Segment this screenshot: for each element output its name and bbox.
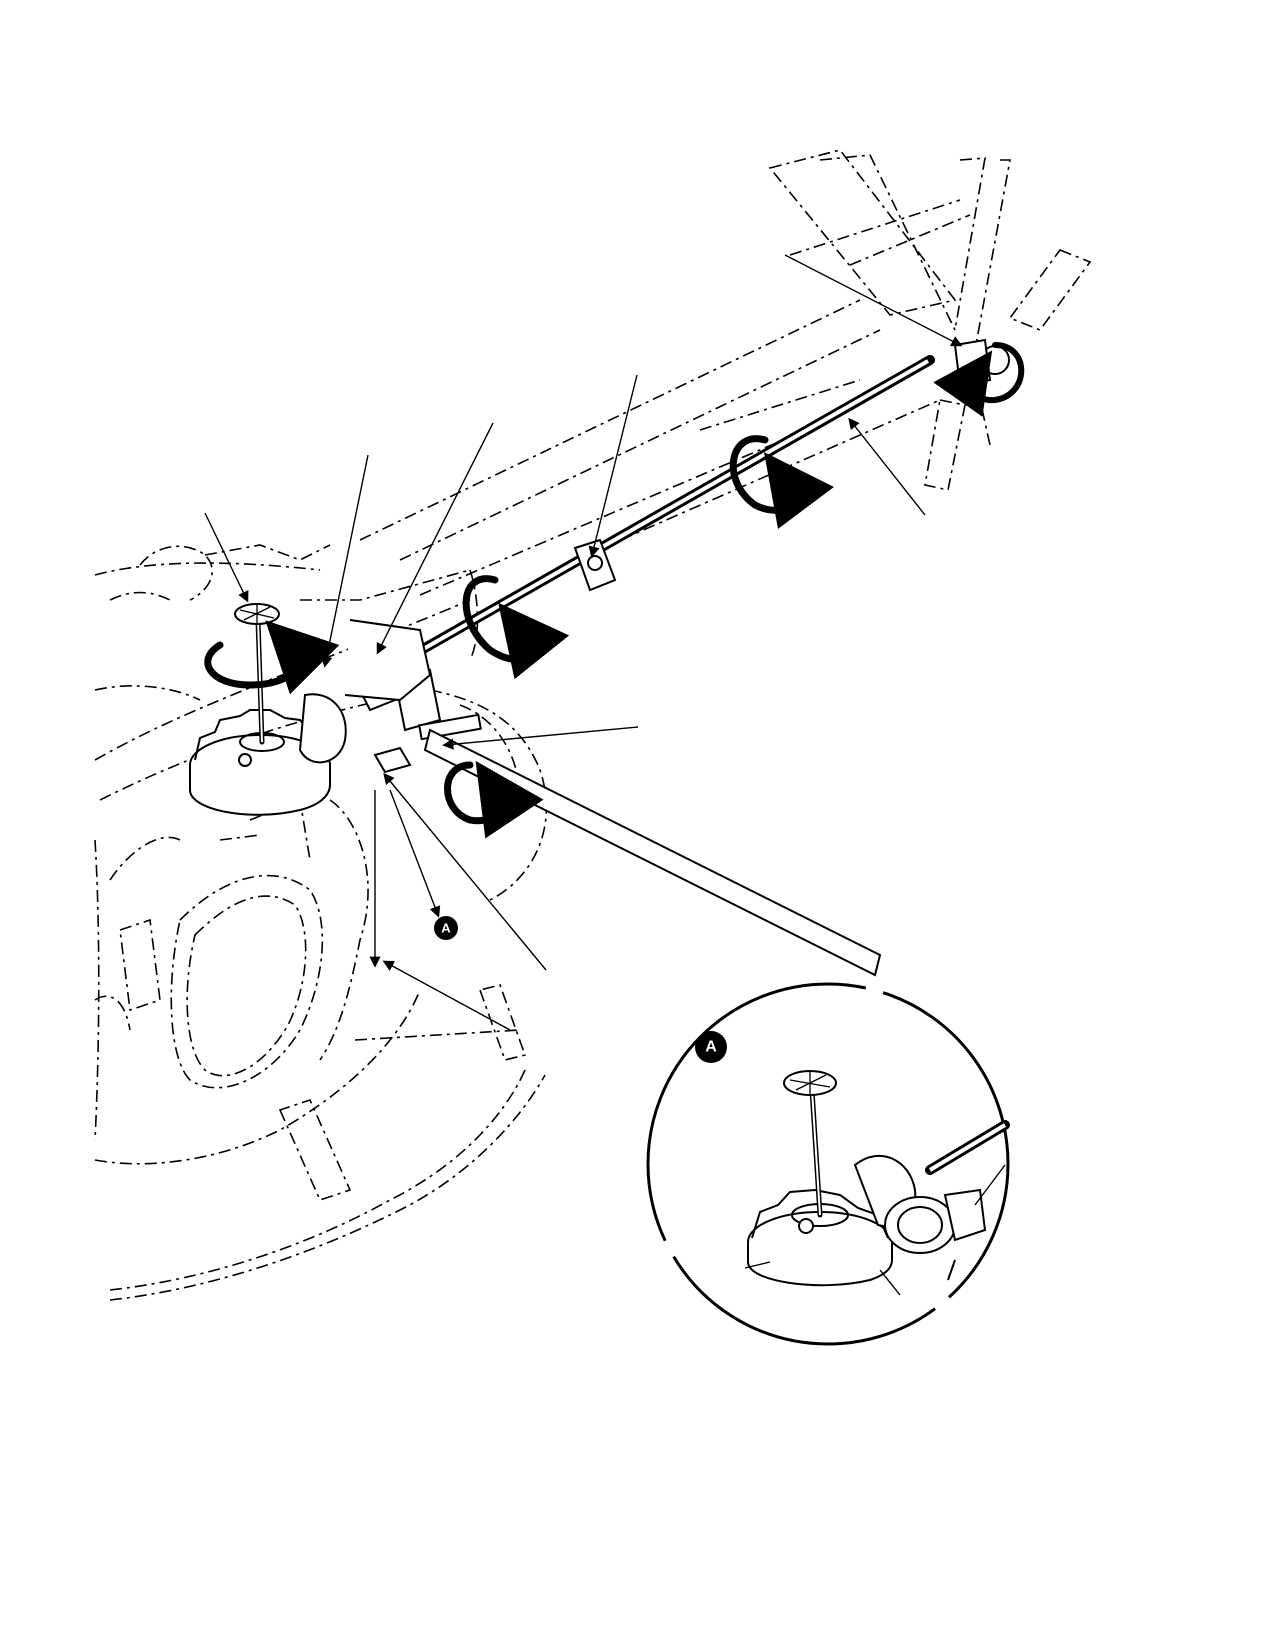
detail-callout-main: A (434, 916, 458, 940)
tail-section-phantom (359, 149, 1092, 596)
detail-inset-a: A (646, 982, 1010, 1346)
leader-lines (204, 254, 963, 1031)
fuselage-phantom (94, 544, 548, 1301)
detail-callout-main-label: A (441, 921, 451, 936)
main-transmission-assembly (189, 603, 482, 816)
rotation-arrow-icon (204, 342, 1025, 839)
detail-callout-inset (695, 1031, 727, 1063)
detail-callout-inset-label: A (705, 1039, 717, 1056)
main-rotor-blade (423, 728, 882, 977)
